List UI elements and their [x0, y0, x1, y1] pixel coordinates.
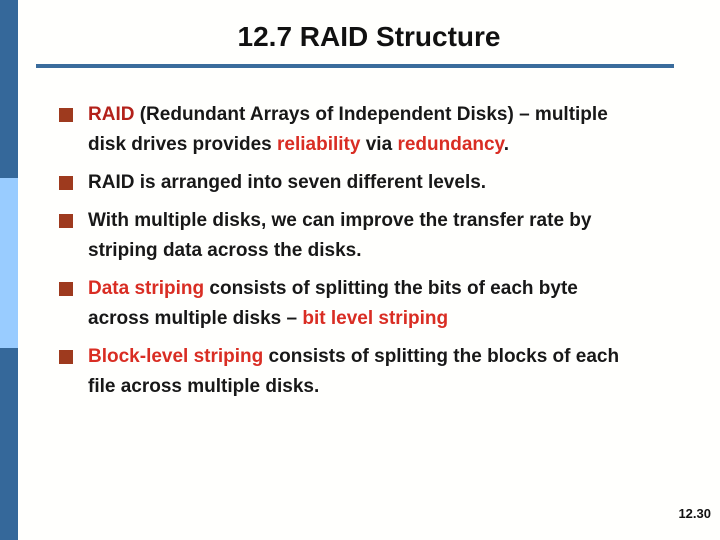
- bullet-square-icon: [59, 108, 73, 122]
- bullet-text-line: Data striping consists of splitting the …: [88, 274, 699, 304]
- bullet-text-line: RAID (Redundant Arrays of Independent Di…: [88, 100, 699, 130]
- page-number: 12.30: [678, 506, 711, 521]
- bullet-item: RAID is arranged into seven different le…: [59, 168, 699, 198]
- bullet-text-line: across multiple disks – bit level stripi…: [88, 304, 699, 334]
- highlighted-term: bit level striping: [302, 308, 449, 329]
- bullet-square-icon: [59, 214, 73, 228]
- body-text: RAID is arranged into seven different le…: [88, 172, 487, 193]
- body-text: (Redundant Arrays of Independent Disks) …: [134, 104, 608, 125]
- body-text: across multiple disks –: [88, 308, 303, 329]
- title-underline: [36, 64, 674, 68]
- body-text: consists of splitting the blocks of each: [263, 346, 620, 367]
- slide-title: 12.7 RAID Structure: [237, 21, 501, 52]
- bullet-item: With multiple disks, we can improve the …: [59, 206, 699, 266]
- highlighted-term: RAID: [88, 104, 135, 125]
- highlighted-term: Data striping: [88, 278, 205, 299]
- highlighted-term: redundancy: [397, 134, 504, 155]
- bullet-square-icon: [59, 176, 73, 190]
- bullet-square-icon: [59, 350, 73, 364]
- sidebar-accent-bar: [0, 0, 18, 540]
- body-text: consists of splitting the bits of each b…: [204, 278, 578, 299]
- bullet-item: Data striping consists of splitting the …: [59, 274, 699, 334]
- body-text: via: [360, 134, 398, 155]
- highlighted-term: reliability: [277, 134, 361, 155]
- bullet-text-line: disk drives provides reliability via red…: [88, 130, 699, 160]
- bullet-text-line: striping data across the disks.: [88, 236, 699, 266]
- sidebar-segment-top: [0, 0, 18, 178]
- body-text: file across multiple disks.: [88, 376, 320, 397]
- bullet-square-icon: [59, 282, 73, 296]
- bullet-item: Block-level striping consists of splitti…: [59, 342, 699, 402]
- sidebar-segment-bottom: [0, 348, 18, 540]
- bullet-text-line: Block-level striping consists of splitti…: [88, 342, 699, 372]
- bullet-text-line: With multiple disks, we can improve the …: [88, 206, 699, 236]
- bullet-item: RAID (Redundant Arrays of Independent Di…: [59, 100, 699, 160]
- body-text: striping data across the disks.: [88, 240, 362, 261]
- bullet-text-line: RAID is arranged into seven different le…: [88, 168, 699, 198]
- body-text: disk drives provides: [88, 134, 278, 155]
- body-text: With multiple disks, we can improve the …: [88, 210, 592, 231]
- bullet-list: RAID (Redundant Arrays of Independent Di…: [59, 100, 699, 410]
- sidebar-segment-middle: [0, 178, 18, 348]
- bullet-text-line: file across multiple disks.: [88, 372, 699, 402]
- body-text: .: [503, 134, 509, 155]
- highlighted-term: Block-level striping: [88, 346, 264, 367]
